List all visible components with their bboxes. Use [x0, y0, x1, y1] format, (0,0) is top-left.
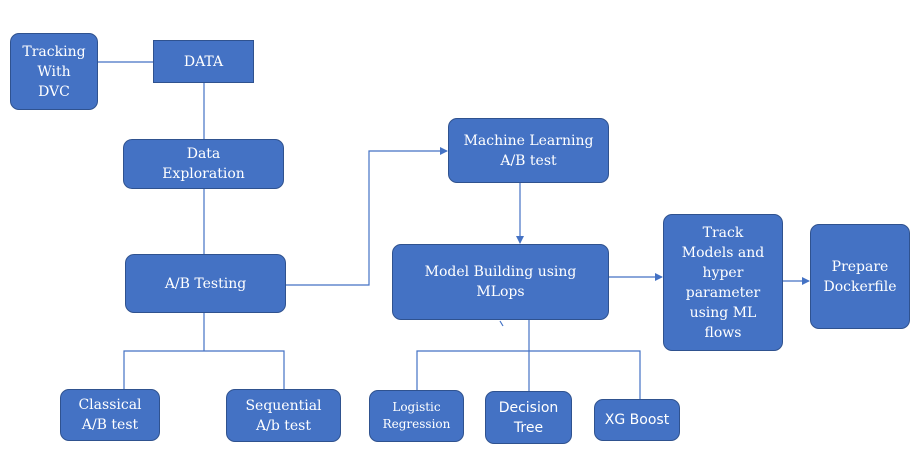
node-sequential-ab-test: Sequential A/b test	[226, 389, 341, 442]
node-xg-boost: XG Boost	[594, 399, 680, 441]
node-logistic-regression: Logistic Regression	[369, 390, 464, 442]
node-tracking-with-dvc: Tracking With DVC	[10, 33, 98, 110]
node-ab-testing: A/B Testing	[125, 254, 286, 313]
node-decision-tree: Decision Tree	[485, 391, 572, 444]
node-prepare-dockerfile: Prepare Dockerfile	[810, 224, 910, 329]
node-classical-ab-test: Classical A/B test	[60, 389, 160, 441]
edge-model-building-tick	[499, 320, 504, 327]
node-data-exploration: Data Exploration	[123, 139, 284, 189]
edge-ab-testing-branch-bar	[123, 350, 285, 389]
node-machine-learning-ab-test: Machine Learning A/B test	[448, 118, 609, 183]
edge-ab-testing-ml-ab-test	[286, 147, 448, 286]
node-track-models-ml-flows: Track Models and hyper parameter using M…	[663, 214, 783, 351]
node-data: DATA	[153, 40, 254, 83]
node-model-building-mlops: Model Building using MLops	[392, 244, 609, 320]
